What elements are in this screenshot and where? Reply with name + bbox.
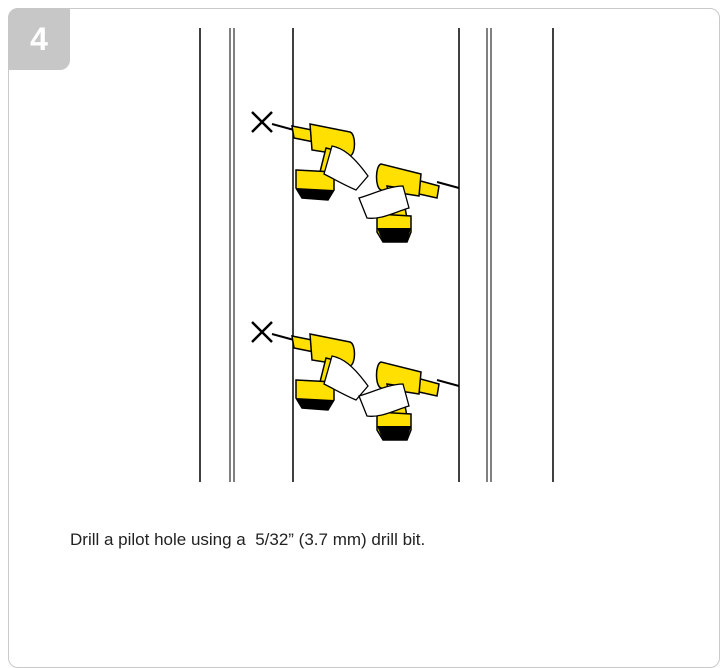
instruction-text: Drill a pilot hole using a 5/32” (3.7 mm… — [70, 530, 426, 549]
cordless-drill-icon — [358, 163, 460, 243]
drilling-illustration — [199, 28, 554, 482]
x-mark-icon — [251, 321, 273, 343]
x-mark-icon — [251, 111, 273, 133]
cordless-drill-icon — [271, 333, 369, 411]
instruction-card — [8, 8, 720, 668]
step-number-badge: 4 — [8, 8, 70, 70]
wall-frame-lines — [199, 28, 554, 482]
cordless-drill-icon — [271, 123, 369, 201]
cordless-drill-icon — [358, 361, 460, 441]
